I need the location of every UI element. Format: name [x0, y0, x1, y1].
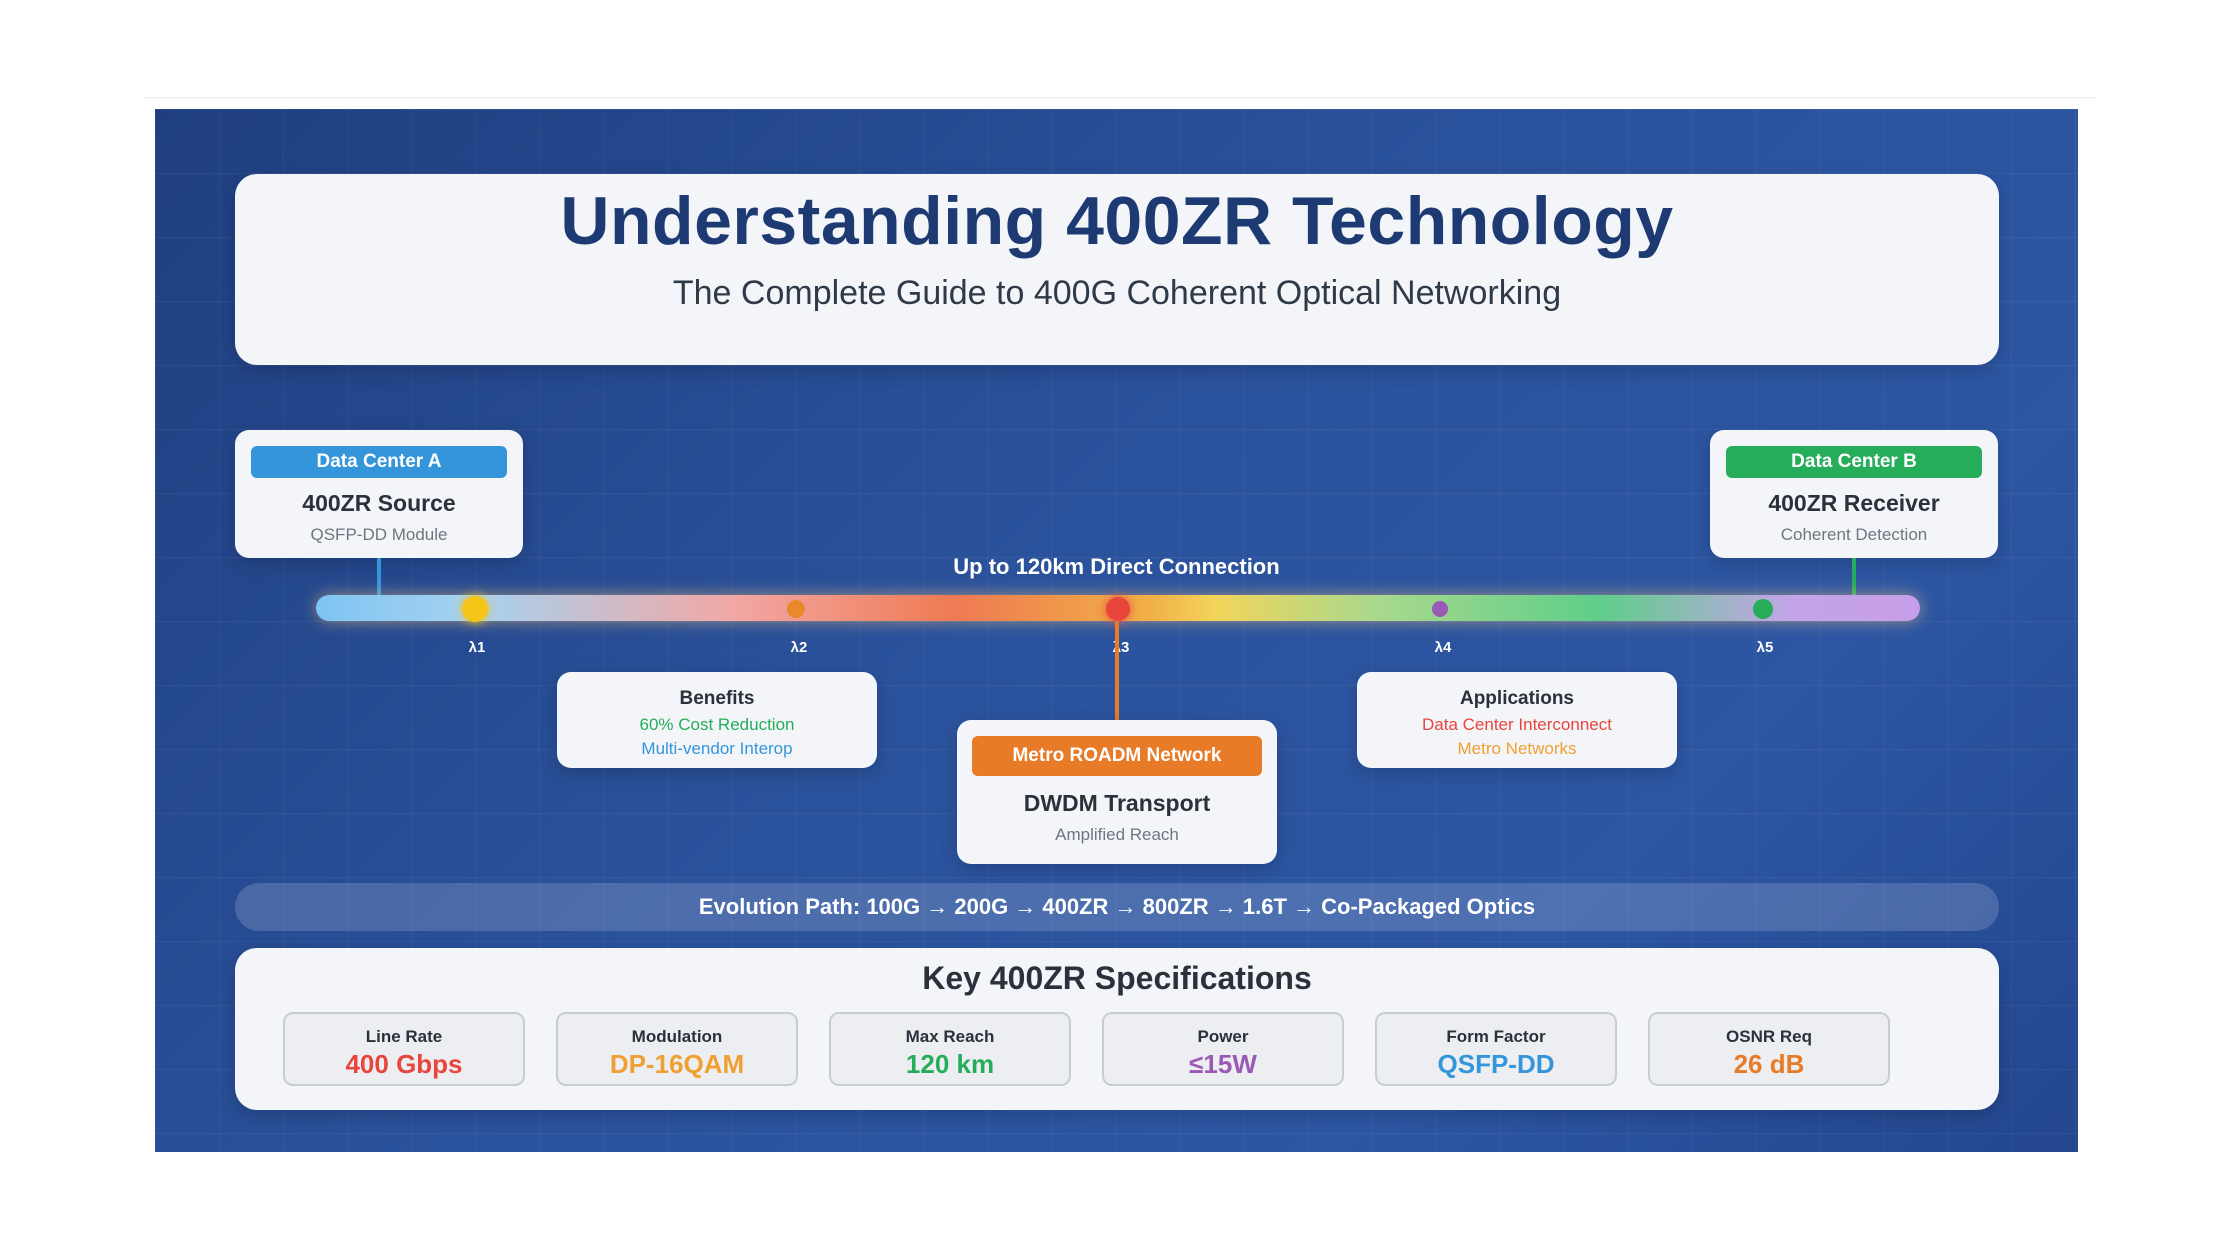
metro-connector [1115, 621, 1119, 731]
wavelength-dot-2 [787, 600, 805, 618]
spec-label: Max Reach [905, 1027, 995, 1046]
top-divider [143, 97, 2097, 99]
spec-label: Modulation [631, 1027, 723, 1046]
spec-line-rate: Line Rate 400 Gbps [283, 1012, 525, 1086]
benefits-title: Benefits [679, 688, 755, 709]
spec-value: QSFP-DD [1437, 1049, 1555, 1079]
wavelength-dot-1 [462, 596, 488, 622]
spec-osnr: OSNR Req 26 dB [1648, 1012, 1890, 1086]
application-item: Metro Networks [1457, 739, 1577, 758]
wavelength-label-2: λ2 [790, 639, 808, 656]
data-center-b-card: Data Center B 400ZR Receiver Coherent De… [1710, 430, 1998, 558]
spec-form-factor: Form Factor QSFP-DD [1375, 1012, 1617, 1086]
source-subtitle: QSFP-DD Module [310, 525, 448, 544]
page-title: Understanding 400ZR Technology [560, 183, 1674, 259]
benefit-item: Multi-vendor Interop [641, 739, 793, 758]
source-connector [377, 558, 381, 598]
receiver-connector [1852, 558, 1856, 598]
specifications-card: Key 400ZR Specifications Line Rate 400 G… [235, 948, 1999, 1110]
spec-label: Form Factor [1446, 1027, 1546, 1046]
header-card: Understanding 400ZR Technology The Compl… [235, 174, 1999, 365]
specifications-title: Key 400ZR Specifications [922, 960, 1312, 996]
metro-roadm-badge: Metro ROADM Network [972, 736, 1262, 776]
receiver-title: 400ZR Receiver [1768, 490, 1940, 516]
data-center-b-badge: Data Center B [1726, 446, 1982, 478]
spec-value: 120 km [905, 1049, 995, 1079]
spec-value: 26 dB [1733, 1049, 1805, 1079]
applications-title: Applications [1459, 688, 1574, 709]
metro-subtitle: Amplified Reach [1055, 825, 1179, 844]
spec-label: OSNR Req [1726, 1027, 1812, 1046]
application-item: Data Center Interconnect [1422, 715, 1612, 734]
spec-label: Line Rate [365, 1027, 443, 1046]
wavelength-dot-3 [1106, 597, 1130, 621]
metro-title: DWDM Transport [1023, 790, 1211, 816]
evolution-path-banner: Evolution Path: 100G → 200G → 400ZR → 80… [235, 883, 1999, 931]
wavelength-dot-4 [1432, 601, 1448, 617]
spec-max-reach: Max Reach 120 km [829, 1012, 1071, 1086]
page-subtitle: The Complete Guide to 400G Coherent Opti… [672, 274, 1562, 312]
spec-power: Power ≤15W [1102, 1012, 1344, 1086]
wavelength-label-1: λ1 [468, 639, 486, 656]
wavelength-label-4: λ4 [1434, 639, 1452, 656]
wavelength-label-5: λ5 [1756, 639, 1774, 656]
spec-value: DP-16QAM [609, 1049, 745, 1079]
benefits-card: Benefits 60% Cost Reduction Multi-vendor… [557, 672, 877, 768]
infographic-canvas: Understanding 400ZR Technology The Compl… [155, 109, 2078, 1152]
spec-modulation: Modulation DP-16QAM [556, 1012, 798, 1086]
wavelength-dot-5 [1753, 599, 1773, 619]
benefit-item: 60% Cost Reduction [639, 715, 795, 734]
data-center-a-badge: Data Center A [251, 446, 507, 478]
spec-label: Power [1197, 1027, 1249, 1046]
wavelength-label-3: λ3 [1112, 639, 1130, 656]
metro-roadm-card: Metro ROADM Network DWDM Transport Ampli… [957, 720, 1277, 864]
receiver-subtitle: Coherent Detection [1780, 525, 1928, 544]
data-center-a-card: Data Center A 400ZR Source QSFP-DD Modul… [235, 430, 523, 558]
applications-card: Applications Data Center Interconnect Me… [1357, 672, 1677, 768]
connection-label: Up to 120km Direct Connection [953, 554, 1280, 579]
source-title: 400ZR Source [302, 490, 456, 516]
spec-value: 400 Gbps [345, 1049, 463, 1079]
spec-value: ≤15W [1189, 1049, 1257, 1079]
